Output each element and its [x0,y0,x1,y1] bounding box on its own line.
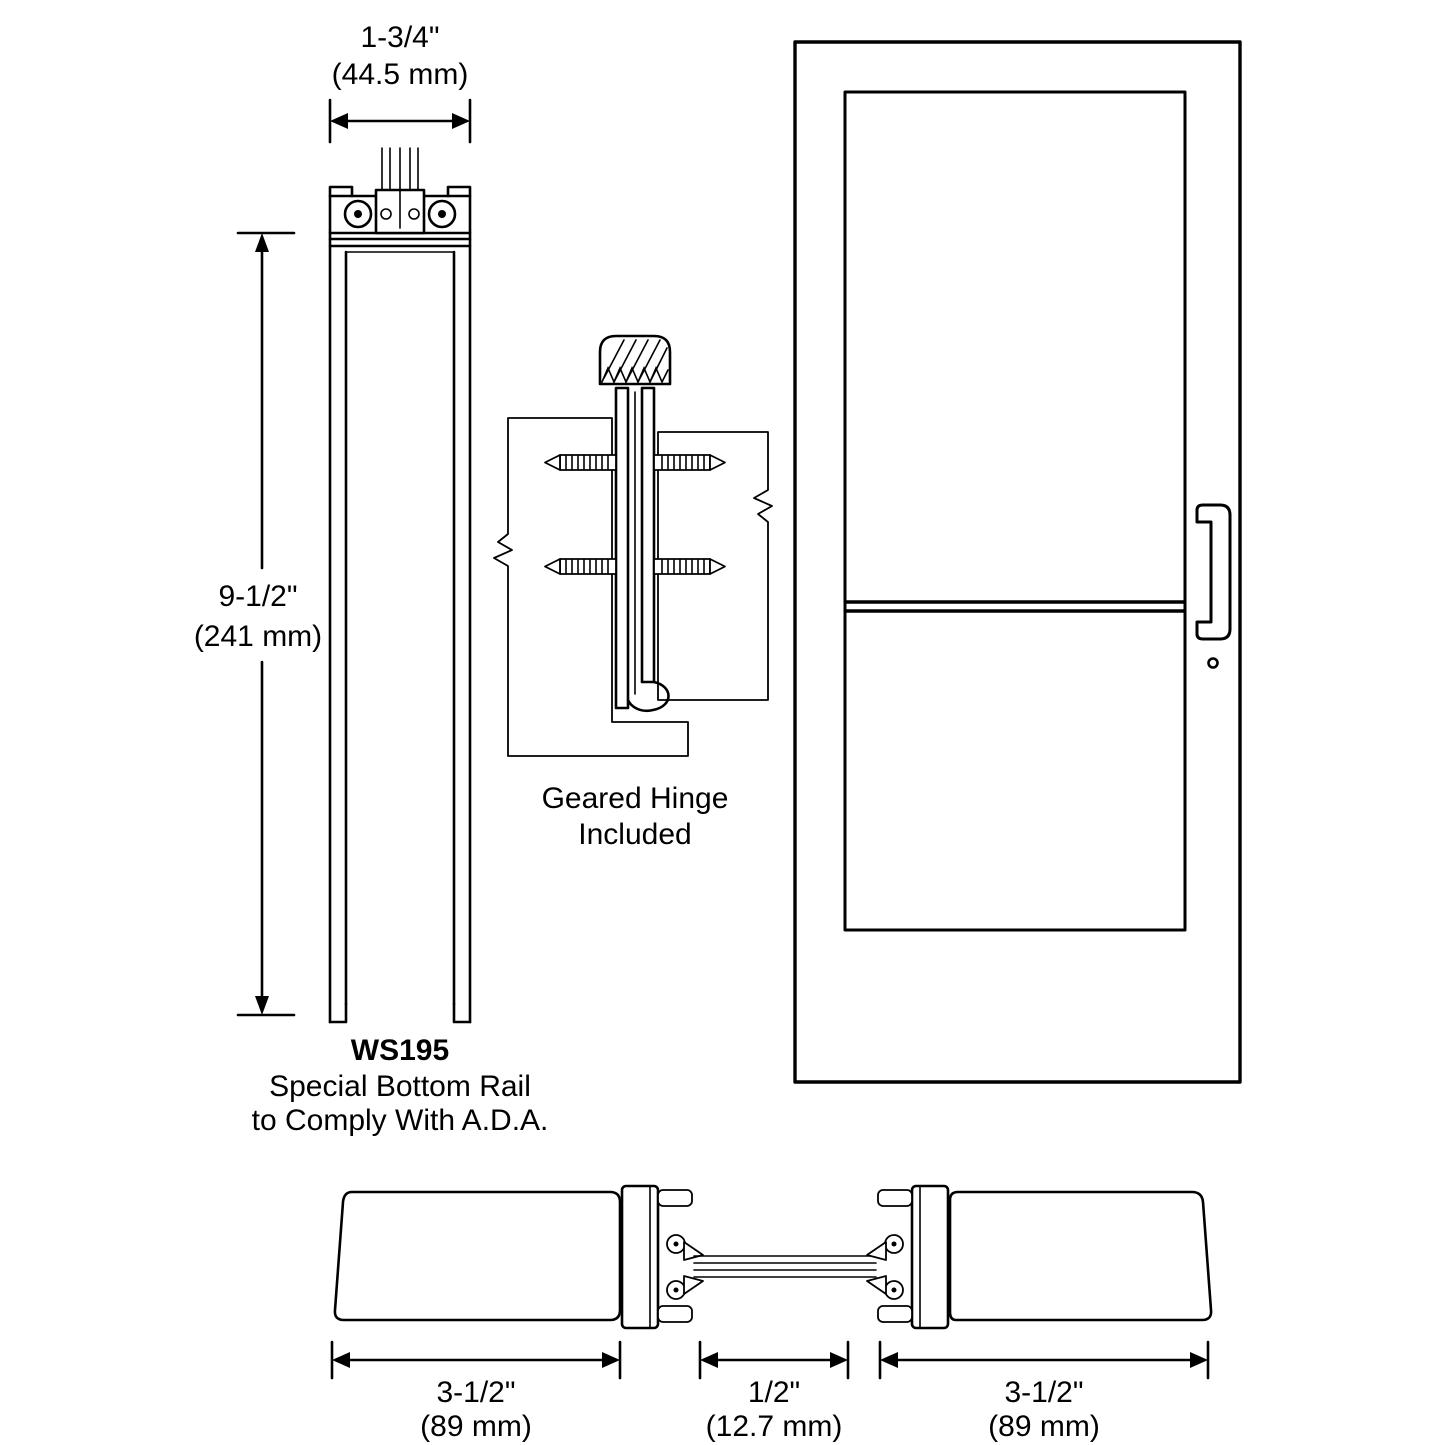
glazing-wedge [866,1275,887,1295]
right-glazing-adapter [866,1184,950,1330]
hinge-top-cap [598,334,672,386]
hinge-caption-line1: Geared Hinge [542,782,729,815]
width-dim-metric: (44.5 mm) [332,58,469,91]
hinge-screw-bottom-left [544,558,617,575]
left-stile-tube [333,1190,622,1322]
height-dim-metric: (241 mm) [194,620,322,653]
geared-hinge-section: Geared Hinge Included [493,334,773,851]
meeting-stiles-section: 3-1/2" (89 mm) 1/2" (12.7 mm) 3-1/2" (89… [330,1184,1213,1443]
hinge-leaf-right [640,386,656,684]
hinge-screw-top-left [544,454,617,471]
door-glass [843,90,1187,932]
dim-arrow-up [255,233,269,252]
door-elevation [793,40,1242,1084]
adapter-top-arm [657,1189,693,1207]
hinge-left-plate [493,417,689,757]
dim-center-gap: 1/2" (12.7 mm) [698,1340,850,1443]
bottom-rail-section: 1-3/4" (44.5 mm) [194,21,549,1137]
adapter-top-arm [877,1189,913,1207]
width-dim-value: 1-3/4" [360,21,439,54]
rail-clamp-assembly [328,185,472,235]
dim-arrow-left [330,113,348,129]
right-stile-dim-metric: (89 mm) [988,1410,1100,1443]
glazing-wedge [683,1275,704,1295]
left-stile-dim-metric: (89 mm) [420,1410,532,1443]
center-gap-dim-metric: (12.7 mm) [706,1410,843,1443]
right-stile-dim-value: 3-1/2" [1004,1376,1083,1409]
rail-caption-line2: to Comply With A.D.A. [252,1104,549,1137]
door-pull-handle [1195,503,1232,641]
hinge-screw-top-right [653,454,726,471]
left-glazing-adapter [620,1184,704,1330]
gear-teeth [601,365,669,385]
lock-cylinder-dot [1207,657,1219,669]
height-dimension: 9-1/2" (241 mm) [194,231,322,1017]
adapter-bottom-arm [657,1305,693,1323]
dim-right-stile: 3-1/2" (89 mm) [878,1340,1210,1443]
height-dim-value: 9-1/2" [218,580,297,613]
hinge-caption-line2: Included [578,818,691,851]
rail-foot-left [328,1002,348,1024]
rail-caption-line1: Special Bottom Rail [269,1070,531,1103]
adapter-bottom-arm [877,1305,913,1323]
hinge-leaf-left [614,386,630,710]
right-stile-tube [948,1190,1213,1322]
dim-arrow-right [452,113,470,129]
rail-body [328,231,472,1024]
dim-left-stile: 3-1/2" (89 mm) [330,1340,622,1443]
center-gap-dim-value: 1/2" [748,1376,800,1409]
rail-part-number: WS195 [351,1034,449,1067]
glazing-wedge [866,1241,887,1261]
width-dimension: 1-3/4" (44.5 mm) [328,21,472,144]
rail-caption: WS195 Special Bottom Rail to Comply With… [252,1034,549,1137]
left-stile-dim-value: 3-1/2" [436,1376,515,1409]
section-glass [693,1255,877,1278]
hinge-screw-bottom-right [653,558,726,575]
hinge-bottom-curl [626,680,670,713]
rail-foot-right [452,1002,472,1024]
dim-arrow-down [255,996,269,1015]
door-panel [793,40,1242,1084]
glazing-wedge [683,1241,704,1261]
